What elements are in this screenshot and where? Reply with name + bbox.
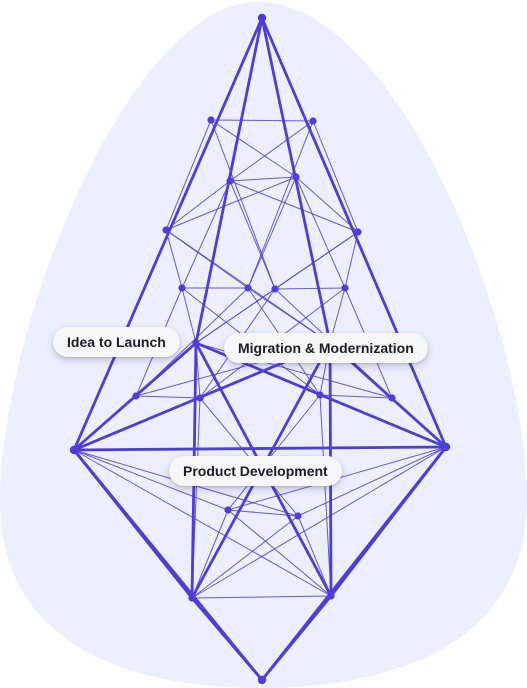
edge-thick [72, 16, 264, 452]
edge-thin [181, 287, 197, 344]
edge-thin [181, 180, 231, 289]
edge-thin [227, 509, 332, 597]
node [341, 284, 349, 292]
node [316, 391, 324, 399]
node [207, 116, 215, 124]
edge-thin [229, 176, 297, 182]
edge-thick [329, 445, 448, 598]
edge-thin [191, 595, 332, 599]
node [257, 13, 267, 23]
node [192, 339, 200, 347]
edge-thin [297, 515, 332, 597]
node [224, 506, 232, 514]
node [292, 173, 300, 181]
node [226, 177, 234, 185]
node [178, 284, 186, 292]
edge-thin [191, 446, 447, 599]
node [388, 394, 396, 402]
edge-thin [295, 176, 359, 233]
node [132, 392, 140, 400]
migration-modernization-label: Migration & Modernization [224, 333, 428, 363]
edge-thin [295, 176, 346, 289]
edge-thin [73, 449, 229, 511]
node [354, 228, 362, 236]
node [271, 285, 279, 293]
edge-thin [191, 515, 299, 599]
edge-thick [260, 16, 448, 449]
node [162, 226, 170, 234]
node [188, 594, 196, 602]
edge-thin [297, 446, 447, 517]
edge-thick [190, 596, 264, 682]
edge-thick [72, 445, 448, 452]
edge-thin [210, 119, 297, 178]
edge-thin [165, 176, 297, 231]
node [69, 445, 79, 455]
edge-thin [165, 180, 231, 231]
product-development-label: Product Development [169, 456, 342, 486]
node [441, 442, 451, 452]
edge-thin [312, 120, 359, 233]
edge-thick [260, 594, 333, 682]
edge-thin [247, 176, 297, 289]
node [244, 284, 252, 292]
edge-thin [247, 120, 314, 289]
node [196, 394, 204, 402]
edge-thin [229, 120, 314, 182]
edge-thin [210, 119, 314, 122]
idea-to-launch-label: Idea to Launch [53, 327, 180, 357]
edge-thin [274, 287, 346, 290]
edge-thin [227, 394, 321, 511]
edge-thin [229, 180, 359, 233]
edge-thick [72, 448, 194, 600]
nodes-layer [69, 13, 451, 685]
edge-thin [229, 180, 276, 290]
edge-thin [135, 395, 201, 399]
node [294, 512, 302, 520]
edge-thin [210, 119, 276, 290]
edge-thin [165, 229, 183, 289]
node [309, 117, 317, 125]
node [327, 592, 335, 600]
edge-thin [319, 394, 393, 399]
edge-thin [73, 449, 332, 597]
edge-thin [319, 394, 332, 597]
edge-thin [165, 119, 212, 231]
edge-thin [344, 231, 359, 289]
edge-thin [195, 288, 276, 344]
edge-thin [191, 509, 229, 599]
node [257, 675, 267, 685]
